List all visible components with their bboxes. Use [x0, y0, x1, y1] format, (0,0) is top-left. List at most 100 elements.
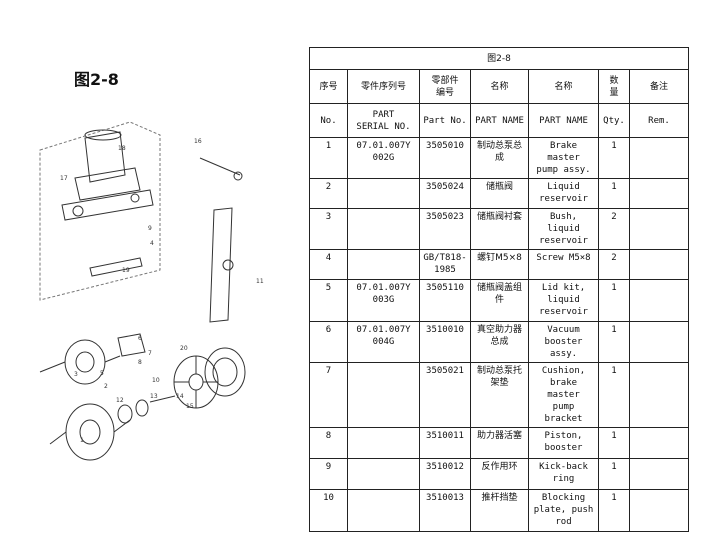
cell-part-no: 3505023 [419, 208, 471, 250]
callout-label: 5 [100, 370, 104, 377]
cell-no: 2 [309, 178, 348, 209]
header-row-en: No. PART SERIAL NO. Part No. PART NAME P… [309, 103, 690, 138]
header-cell: 序号 [309, 69, 348, 104]
callout-label: 3 [74, 371, 78, 378]
exploded-parts-diagram: 16 17 18 11 9 4 19 6 7 8 10 20 3 5 2 12 … [39, 121, 264, 461]
cell-qty: 1 [598, 279, 630, 322]
header-cell: No. [309, 103, 348, 138]
cell-no: 10 [309, 489, 348, 532]
callout-label: 18 [118, 145, 126, 152]
cell-no: 1 [309, 137, 348, 179]
cell-rem [628, 178, 690, 209]
callout-label: 4 [150, 240, 154, 247]
callout-label: 13 [150, 393, 158, 400]
header-cell: PART NAME [470, 103, 529, 138]
cell-no: 8 [309, 427, 348, 459]
cell-no: 9 [309, 458, 348, 490]
cell-no: 4 [309, 249, 348, 280]
cell-name-cn: 储瓶阀盖组 件 [470, 279, 529, 322]
cell-no: 3 [309, 208, 348, 250]
callout-label: 16 [194, 138, 202, 145]
cell-rem [628, 427, 690, 459]
cell-qty: 1 [598, 137, 630, 179]
callout-label: 10 [152, 377, 160, 384]
cell-rem [628, 489, 690, 532]
header-cell: PART NAME [528, 103, 599, 138]
cell-no: 6 [309, 321, 348, 363]
table-caption: 图2-8 [308, 47, 690, 70]
cell-rem [628, 458, 690, 490]
callout-label: 6 [138, 335, 142, 342]
callout-label: 11 [256, 278, 264, 285]
cell-name-cn: 制动总泵总 成 [470, 137, 529, 179]
cell-qty: 1 [598, 458, 630, 490]
callout-label: 12 [116, 397, 124, 404]
callout-label: 1 [80, 437, 84, 444]
callout-label: 19 [122, 267, 130, 274]
cell-part-no: 3505021 [419, 362, 471, 428]
callout-label: 20 [180, 345, 188, 352]
cell-rem [628, 137, 690, 179]
cell-qty: 1 [598, 489, 630, 532]
cell-no: 7 [309, 362, 348, 428]
header-cell: 零件序列号 [347, 69, 420, 104]
cell-qty: 2 [598, 208, 630, 250]
cell-serial [347, 208, 420, 250]
cell-name-en: Screw M5×8 [528, 249, 599, 280]
header-cell: Part No. [419, 103, 471, 138]
parts-table: 图2-8 序号 零件序列号 零部件 编号 名称 名称 数 量 备注 No. PA… [308, 47, 690, 532]
cell-serial [347, 458, 420, 490]
header-row-cn: 序号 零件序列号 零部件 编号 名称 名称 数 量 备注 [309, 69, 690, 104]
cell-qty: 2 [598, 249, 630, 280]
cell-rem [628, 249, 690, 280]
cell-name-en: Piston, booster [528, 427, 599, 459]
callout-label: 7 [148, 350, 152, 357]
cell-name-cn: 制动总泵托 架垫 [470, 362, 529, 428]
cell-serial: 07.01.007Y 004G [347, 321, 420, 363]
cell-serial: 07.01.007Y 002G [347, 137, 420, 179]
callout-label: 9 [148, 225, 152, 232]
cell-qty: 1 [598, 321, 630, 363]
callout-label: 8 [138, 359, 142, 366]
cell-qty: 1 [598, 427, 630, 459]
cell-part-no: 3505010 [419, 137, 471, 179]
cell-name-en: Bush, liquid reservoir [528, 208, 599, 250]
cell-rem [628, 208, 690, 250]
cell-serial [347, 427, 420, 459]
header-cell: Qty. [598, 103, 630, 138]
cell-rem [628, 279, 690, 322]
header-cell: 备注 [628, 69, 690, 104]
header-cell: 名称 [470, 69, 529, 104]
cell-name-en: Vacuum booster assy. [528, 321, 599, 363]
cell-name-en: Lid kit, liquid reservoir [528, 279, 599, 322]
cell-serial [347, 362, 420, 428]
cell-serial [347, 178, 420, 209]
cell-no: 5 [309, 279, 348, 322]
table-caption-row: 图2-8 [308, 47, 690, 70]
callout-label: 17 [60, 175, 68, 182]
cell-part-no: GB/T818- 1985 [419, 249, 471, 280]
cell-name-en: Blocking plate, push rod [528, 489, 599, 532]
cell-part-no: 3510010 [419, 321, 471, 363]
cell-name-en: Cushion, brake master pump bracket [528, 362, 599, 428]
callout-label: 15 [186, 403, 194, 410]
cell-name-cn: 储瓶阀衬套 [470, 208, 529, 250]
header-cell: 零部件 编号 [419, 69, 471, 104]
cell-name-cn: 储瓶阀 [470, 178, 529, 209]
cell-name-en: Brake master pump assy. [528, 137, 599, 179]
cell-serial [347, 249, 420, 280]
cell-qty: 1 [598, 178, 630, 209]
cell-name-en: Liquid reservoir [528, 178, 599, 209]
cell-rem [628, 362, 690, 428]
cell-name-cn: 真空助力器 总成 [470, 321, 529, 363]
header-cell: Rem. [628, 103, 690, 138]
cell-part-no: 3505024 [419, 178, 471, 209]
cell-name-cn: 螺钉M5×8 [470, 249, 529, 280]
cell-name-cn: 反作用环 [470, 458, 529, 490]
